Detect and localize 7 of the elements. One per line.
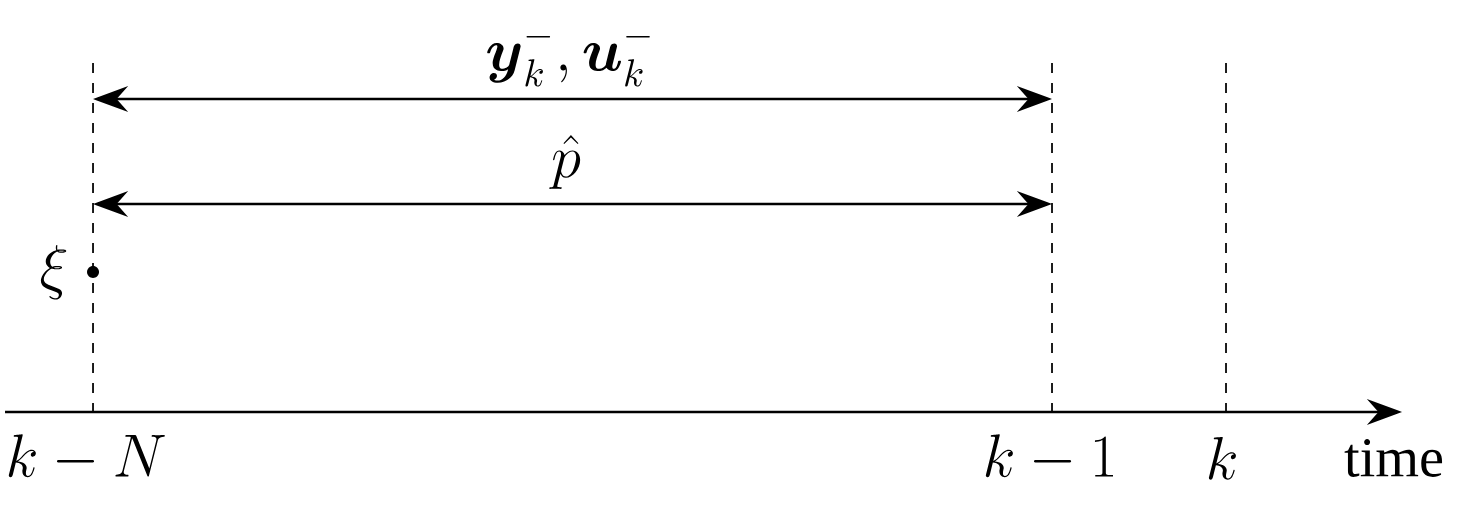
symbol-label: $\boldsymbol{y}_k^{-}, \boldsymbol{u}_k^{-}$ <box>487 36 650 87</box>
symbol-label: $\xi$ <box>40 244 67 300</box>
symbol-label: $\hat{p}$ <box>549 135 581 189</box>
tick-label: $k-N$ <box>8 434 165 478</box>
tick-label: $k-1$ <box>985 434 1113 478</box>
axis-label: time <box>1344 439 1443 477</box>
tick-label: $k$ <box>1208 436 1236 480</box>
